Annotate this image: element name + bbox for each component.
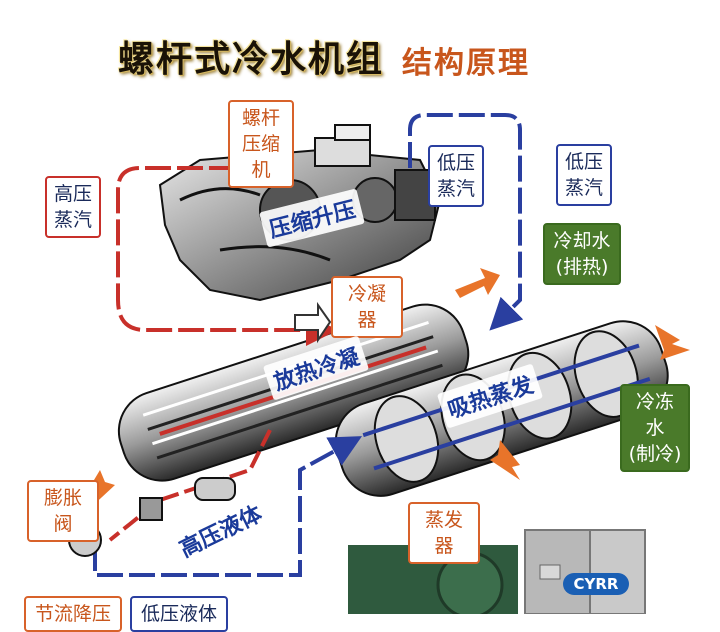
chilled-water-label: 冷冻水 (制冷) (620, 384, 690, 472)
compressor-label: 螺杆 压缩机 (228, 100, 294, 188)
low-pressure-vapor-label-2: 低压 蒸汽 (556, 144, 612, 206)
low-pressure-liquid-label: 低压液体 (130, 596, 228, 632)
condenser-label: 冷凝器 (331, 276, 403, 338)
diagram-title: 螺杆式冷水机组 (118, 39, 385, 80)
high-pressure-vapor-label: 高压 蒸汽 (45, 176, 101, 238)
diagram-subtitle: 结构原理 (402, 46, 530, 81)
cooling-water-label: 冷却水 (排热) (543, 223, 621, 285)
throttling-label: 节流降压 (24, 596, 122, 632)
chiller-unit-photo (348, 529, 646, 614)
brand-logo: CYRR (563, 573, 629, 595)
evaporator-label: 蒸发器 (408, 502, 480, 564)
orange-arrows (85, 268, 690, 510)
low-pressure-vapor-label-1: 低压 蒸汽 (428, 145, 484, 207)
expansion-valve-label: 膨胀阀 (27, 480, 99, 542)
